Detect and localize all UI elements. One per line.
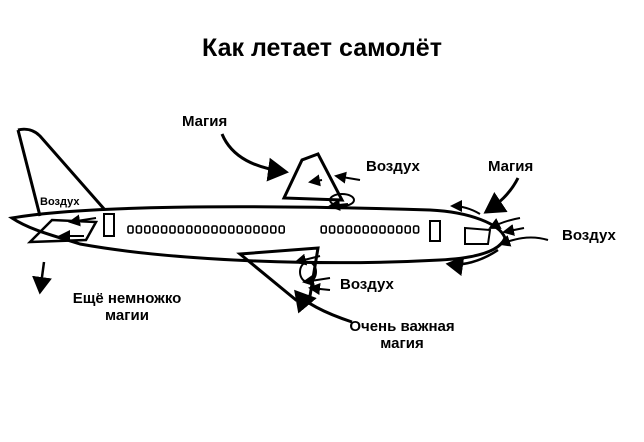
passenger-window xyxy=(169,225,176,234)
passenger-window xyxy=(219,225,227,234)
label-air-front: Воздух xyxy=(562,227,616,244)
passenger-window xyxy=(328,225,336,234)
passenger-window xyxy=(244,225,252,234)
passenger-window xyxy=(353,225,361,234)
label-important-magic-line1: Очень важная xyxy=(349,318,455,335)
passenger-window xyxy=(387,225,395,234)
passenger-window xyxy=(135,225,143,234)
passenger-window xyxy=(269,225,277,234)
passenger-windows xyxy=(127,225,420,234)
passenger-window xyxy=(160,225,168,234)
passenger-window xyxy=(177,225,185,234)
passenger-window xyxy=(404,225,412,234)
nose-cone xyxy=(464,226,492,245)
passenger-window xyxy=(370,225,378,234)
passenger-window xyxy=(337,225,344,234)
cockpit-window xyxy=(429,220,441,242)
label-more-magic-line1: Ещё немножко xyxy=(72,290,182,307)
label-air-top-wing: Воздух xyxy=(366,158,420,175)
passenger-window xyxy=(127,225,134,234)
tail-fin xyxy=(16,127,107,217)
arrow-important-magic xyxy=(294,289,353,324)
passenger-window xyxy=(144,225,151,234)
passenger-window xyxy=(379,225,386,234)
passenger-window xyxy=(202,225,210,234)
label-important-magic: Очень важная магия xyxy=(332,318,472,353)
label-important-magic-line2: магия xyxy=(380,335,424,353)
diagram-title: Как летает самолёт xyxy=(202,34,442,62)
bottom-wing xyxy=(236,246,320,302)
label-air-bottom-wing: Воздух xyxy=(340,276,394,293)
label-more-magic-line2: магии xyxy=(105,307,149,325)
passenger-window xyxy=(320,225,328,234)
top-wing xyxy=(281,152,345,202)
passenger-window xyxy=(412,225,420,234)
label-magic-top: Магия xyxy=(182,113,228,130)
passenger-window xyxy=(186,225,193,234)
arrow-more-magic xyxy=(32,261,52,295)
passenger-window xyxy=(236,225,243,234)
rear-door xyxy=(103,213,115,237)
passenger-window xyxy=(211,225,218,234)
label-air-tail: Воздух xyxy=(40,196,80,208)
fuselage xyxy=(8,205,507,265)
passenger-window xyxy=(194,225,201,234)
passenger-window xyxy=(253,225,260,234)
passenger-window xyxy=(345,225,353,234)
passenger-window xyxy=(362,225,370,234)
label-magic-nose: Магия xyxy=(488,158,534,175)
arrow-magic-top xyxy=(220,133,289,182)
passenger-window xyxy=(152,225,159,234)
passenger-window xyxy=(228,225,235,234)
passenger-window xyxy=(261,225,269,234)
label-more-magic: Ещё немножко магии xyxy=(52,290,202,325)
passenger-window xyxy=(395,225,403,234)
arrow-magic-nose xyxy=(483,177,520,214)
passenger-window xyxy=(278,225,286,234)
